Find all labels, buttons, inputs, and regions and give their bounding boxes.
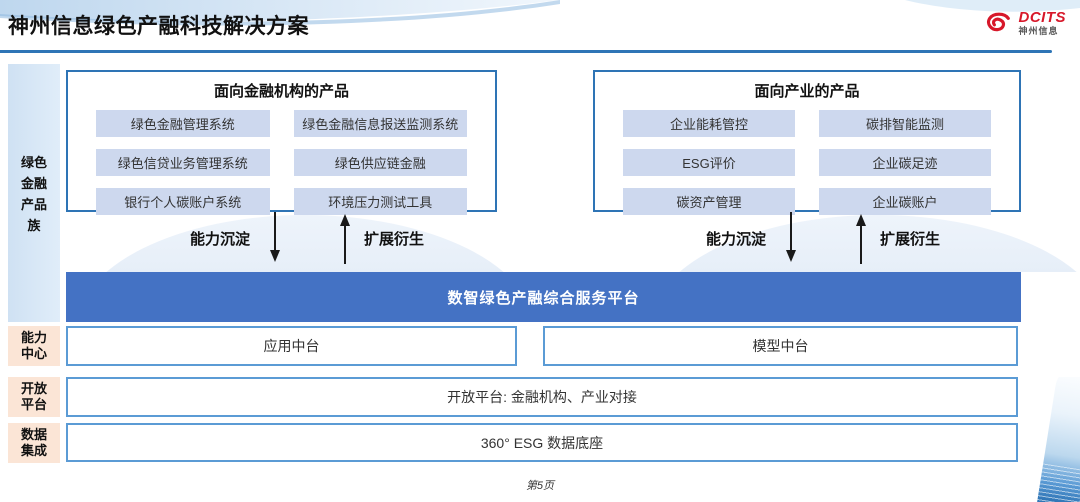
up-arrow-icon	[340, 214, 351, 264]
industry-items-grid: 企业能耗管控 碳排智能监测 ESG评价 企业碳足迹 碳资产管理 企业碳账户	[595, 110, 1019, 215]
rail-line: 开放	[20, 380, 47, 396]
expand-derive-label: 扩展衍生	[364, 231, 425, 248]
product-item: ESG评价	[623, 149, 795, 176]
open-platform-label: 开放平台: 金融机构、产业对接	[447, 389, 637, 405]
logo-brand-text: DCITS	[1018, 9, 1066, 26]
platform-title: 数智绿色产融综合服务平台	[447, 289, 640, 307]
rail-line: 中心	[20, 346, 47, 361]
rail-line: 数据	[20, 426, 47, 442]
platform-bar: 数智绿色产融综合服务平台	[66, 272, 1021, 322]
rail-line: 绿色	[20, 155, 47, 170]
product-item: 企业碳账户	[819, 188, 991, 215]
product-item: 碳资产管理	[623, 188, 795, 215]
product-item: 环境压力测试工具	[293, 188, 467, 215]
capability-settling-label: 能力沉淀	[706, 231, 767, 248]
finance-products-box: 面向金融机构的产品 绿色金融管理系统 绿色金融信息报送监测系统 绿色信贷业务管理…	[66, 70, 497, 215]
open-platform-box: 开放平台: 金融机构、产业对接	[66, 377, 1018, 417]
capability-settling-label: 能力沉淀	[190, 231, 251, 248]
page-number: 第5页	[525, 480, 555, 492]
rail-line: 族	[27, 218, 41, 233]
rail-line: 能力	[20, 329, 47, 345]
dcits-swirl-icon	[986, 12, 1010, 32]
finance-box-title: 面向金融机构的产品	[213, 83, 349, 100]
app-middle-platform-label: 应用中台	[263, 338, 320, 354]
header-divider-line	[0, 50, 1052, 53]
esg-data-base-label: 360° ESG 数据底座	[480, 434, 604, 451]
model-middle-platform-box: 模型中台	[543, 326, 1018, 366]
rail-line: 金融	[20, 176, 47, 191]
arrow-group-industry: 能力沉淀 扩展衍生	[706, 212, 956, 270]
rail-product-family: 绿色 金融 产品 族	[8, 64, 60, 322]
arrow-group-finance: 能力沉淀 扩展衍生	[190, 212, 440, 270]
model-middle-platform-label: 模型中台	[752, 338, 809, 354]
up-arrow-icon	[856, 214, 867, 264]
product-item: 企业能耗管控	[623, 110, 795, 137]
product-item: 企业碳足迹	[819, 149, 991, 176]
product-item: 碳排智能监测	[819, 110, 991, 137]
industry-box-title: 面向产业的产品	[754, 83, 860, 100]
down-arrow-icon	[786, 212, 797, 262]
rail-line: 产品	[20, 197, 47, 212]
expand-derive-label: 扩展衍生	[880, 231, 941, 248]
rail-open-platform: 开放 平台	[8, 377, 60, 417]
esg-data-base-box: 360° ESG 数据底座	[66, 423, 1018, 462]
rail-capability-center: 能力 中心	[8, 326, 60, 366]
rail-line: 集成	[20, 443, 47, 458]
product-item: 绿色信贷业务管理系统	[96, 149, 270, 176]
product-item: 绿色金融管理系统	[96, 110, 270, 137]
rail-data-integration: 数据 集成	[8, 423, 60, 463]
industry-products-box: 面向产业的产品 企业能耗管控 碳排智能监测 ESG评价 企业碳足迹 碳资产管理 …	[593, 70, 1021, 215]
page-title: 神州信息绿色产融科技解决方案	[8, 15, 309, 38]
company-logo: DCITS 神州信息	[984, 10, 1067, 36]
rail-line: 平台	[20, 397, 47, 412]
product-item: 银行个人碳账户系统	[96, 188, 270, 215]
product-item: 绿色供应链金融	[293, 149, 467, 176]
logo-company-text: 神州信息	[1018, 26, 1059, 36]
down-arrow-icon	[270, 212, 281, 262]
finance-items-grid: 绿色金融管理系统 绿色金融信息报送监测系统 绿色信贷业务管理系统 绿色供应链金融…	[68, 110, 495, 215]
app-middle-platform-box: 应用中台	[66, 326, 517, 366]
product-item: 绿色金融信息报送监测系统	[293, 110, 467, 137]
